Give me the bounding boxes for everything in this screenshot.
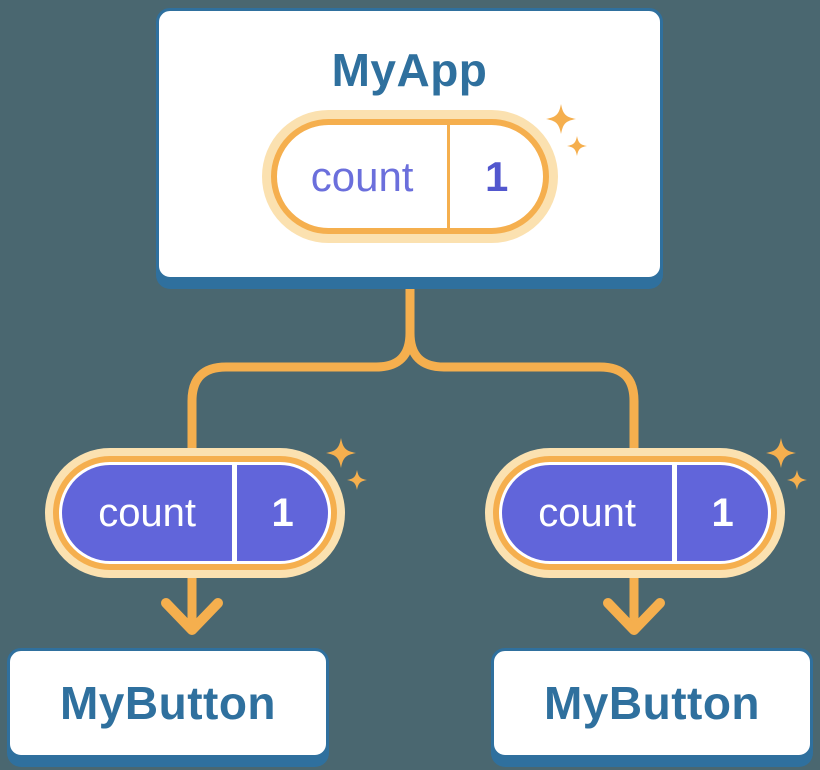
state-pill-root: count 1 — [271, 119, 549, 234]
sparkle-icon — [787, 470, 807, 490]
component-title: MyButton — [543, 677, 761, 729]
state-label: count — [98, 490, 197, 535]
sparkle-icon — [766, 438, 796, 468]
state-value: 1 — [271, 490, 294, 535]
state-pill-child-left: count 1 — [45, 448, 345, 578]
pill-ring: count 1 — [493, 456, 777, 570]
arrow-down-icon — [161, 598, 223, 635]
pill-core: count 1 — [62, 465, 328, 561]
state-value: 1 — [484, 152, 509, 200]
sparkle-icon — [347, 470, 367, 490]
state-pill-child-right: count 1 — [485, 448, 785, 578]
component-title: MyButton — [59, 677, 277, 729]
pill-divider — [447, 125, 451, 228]
sparkle-icon — [326, 438, 356, 468]
state-value: 1 — [711, 490, 734, 535]
pill-ring: count 1 — [53, 456, 337, 570]
component-node-child-left: MyButton — [7, 648, 329, 758]
pill-core: count 1 — [502, 465, 768, 561]
state-label: count — [310, 152, 414, 200]
arrow-down-icon — [603, 598, 665, 635]
pill-divider — [672, 465, 678, 561]
state-label: count — [538, 490, 637, 535]
component-node-child-right: MyButton — [491, 648, 813, 758]
component-title: MyApp — [331, 44, 488, 96]
